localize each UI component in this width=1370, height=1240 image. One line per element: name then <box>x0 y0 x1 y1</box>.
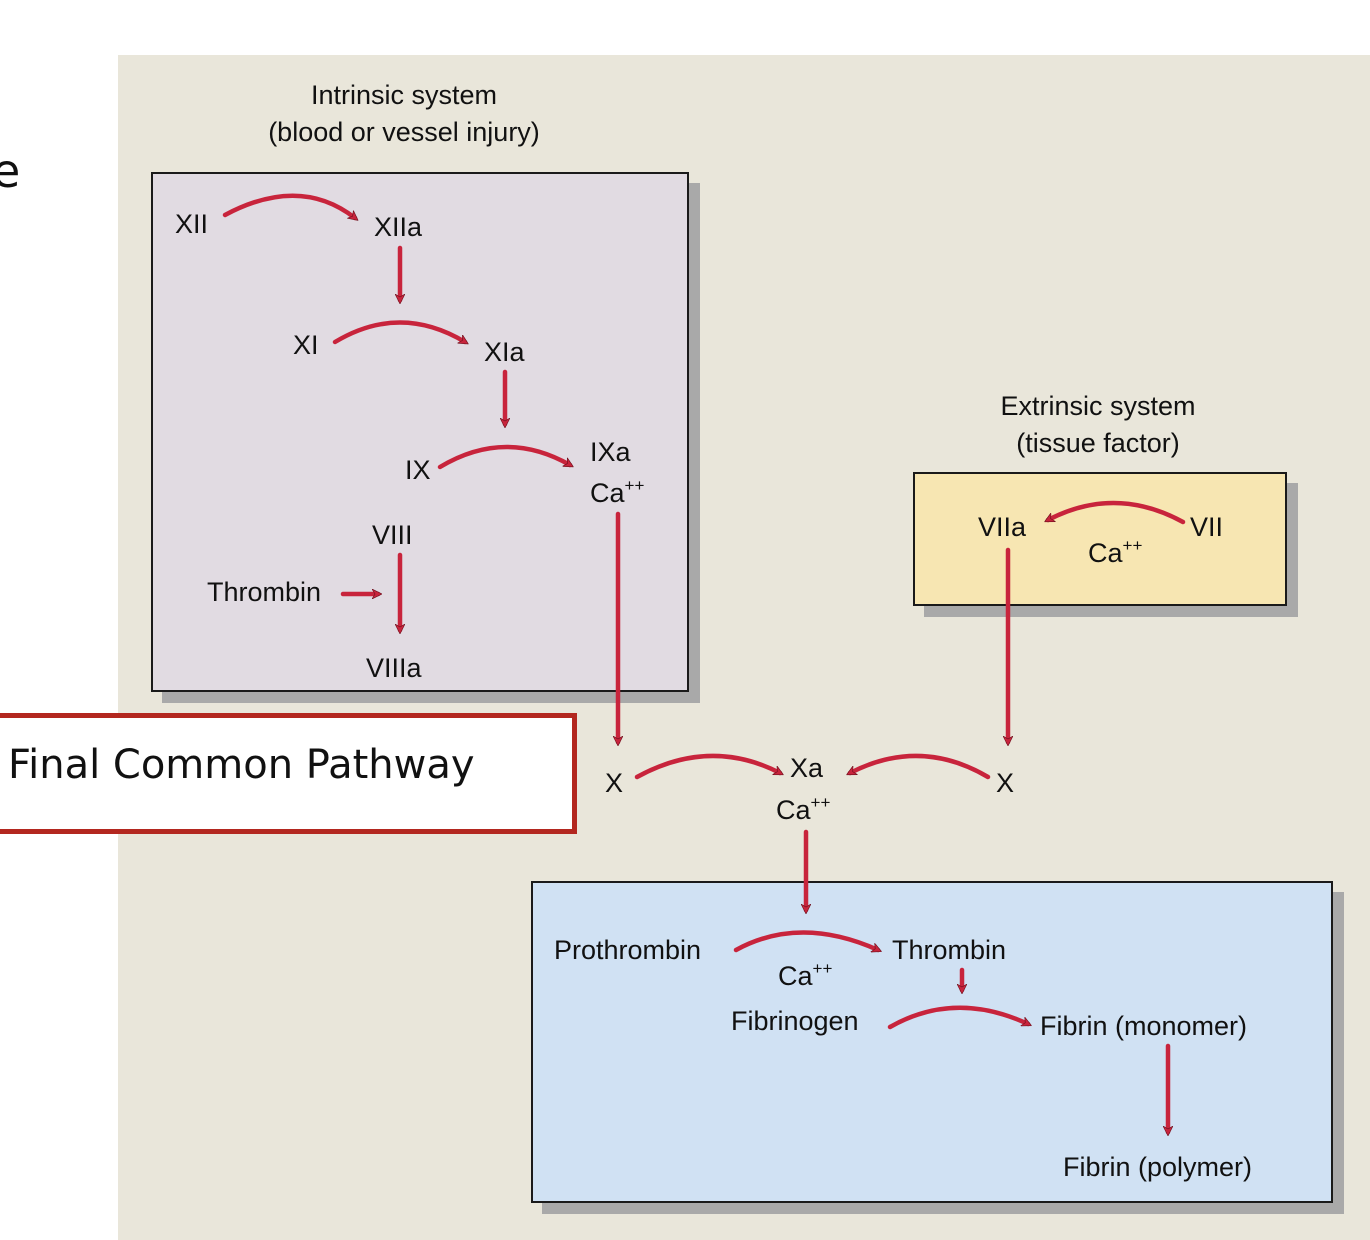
calcium-intrinsic-base: Ca <box>590 478 625 508</box>
intrinsic-title-line1: Intrinsic system <box>310 80 498 110</box>
thrombin-feedback: Thrombin <box>207 577 322 607</box>
extrinsic-title-line1: Extrinsic system <box>1000 391 1196 421</box>
extrinsic-title: Extrinsic system (tissue factor) <box>918 388 1278 462</box>
calcium-extrinsic-base: Ca <box>1088 538 1123 568</box>
fibrin-polymer-label: Fibrin (polymer) <box>1063 1152 1253 1182</box>
extrinsic-title-line2: (tissue factor) <box>1016 428 1180 458</box>
arrow-vii-viia <box>1048 500 1186 525</box>
calcium-intrinsic-sup: ++ <box>624 476 645 495</box>
final-common-pathway-callout-box <box>0 713 577 834</box>
factor-viiia: VIIIa <box>366 653 422 683</box>
final-common-pathway-callout: Final Common Pathway <box>8 742 475 788</box>
factor-xa: Xa <box>790 753 824 783</box>
factor-xii: XII <box>175 209 209 239</box>
fibrin-monomer-label: Fibrin (monomer) <box>1040 1011 1248 1041</box>
calcium-intrinsic: Ca++ <box>590 477 644 507</box>
factor-viia: VIIa <box>978 512 1027 542</box>
arrow-xii-xiia <box>222 193 355 218</box>
calcium-extrinsic-sup: ++ <box>1122 536 1143 555</box>
thrombin-label: Thrombin <box>892 935 1007 965</box>
factor-ixa: IXa <box>590 437 631 467</box>
fibrinogen-label: Fibrinogen <box>731 1006 859 1036</box>
calcium-extrinsic: Ca++ <box>1088 537 1142 567</box>
arrow-x-xa-left <box>634 753 780 780</box>
calcium-common-sup: ++ <box>810 793 831 812</box>
factor-xi: XI <box>293 330 319 360</box>
calcium-final: Ca++ <box>778 960 832 990</box>
extrinsic-box <box>913 472 1287 606</box>
arrow-x-xa-right <box>850 753 991 780</box>
calcium-final-base: Ca <box>778 961 813 991</box>
arrow-ix-ixa <box>437 444 570 470</box>
factor-x-left: X <box>605 768 624 798</box>
calcium-final-sup: ++ <box>812 959 833 978</box>
intrinsic-box <box>151 172 689 692</box>
calcium-common: Ca++ <box>776 794 830 824</box>
final-pathway-box <box>531 881 1333 1203</box>
intrinsic-title: Intrinsic system (blood or vessel injury… <box>204 77 604 151</box>
intrinsic-title-line2: (blood or vessel injury) <box>268 117 540 147</box>
arrow-prothrombin-thrombin <box>733 930 878 951</box>
factor-ix: IX <box>405 455 431 485</box>
factor-viii: VIII <box>372 520 413 550</box>
prothrombin-label: Prothrombin <box>554 935 702 965</box>
factor-xia: XIa <box>484 337 525 367</box>
factor-vii: VII <box>1190 512 1224 542</box>
calcium-common-base: Ca <box>776 795 811 825</box>
factor-xiia: XIIa <box>374 212 423 242</box>
arrow-xi-xia <box>332 320 465 343</box>
arrow-fibrinogen-fibrin <box>887 1005 1028 1030</box>
slide-edge-text: e <box>0 144 21 198</box>
factor-x-right: X <box>996 768 1015 798</box>
